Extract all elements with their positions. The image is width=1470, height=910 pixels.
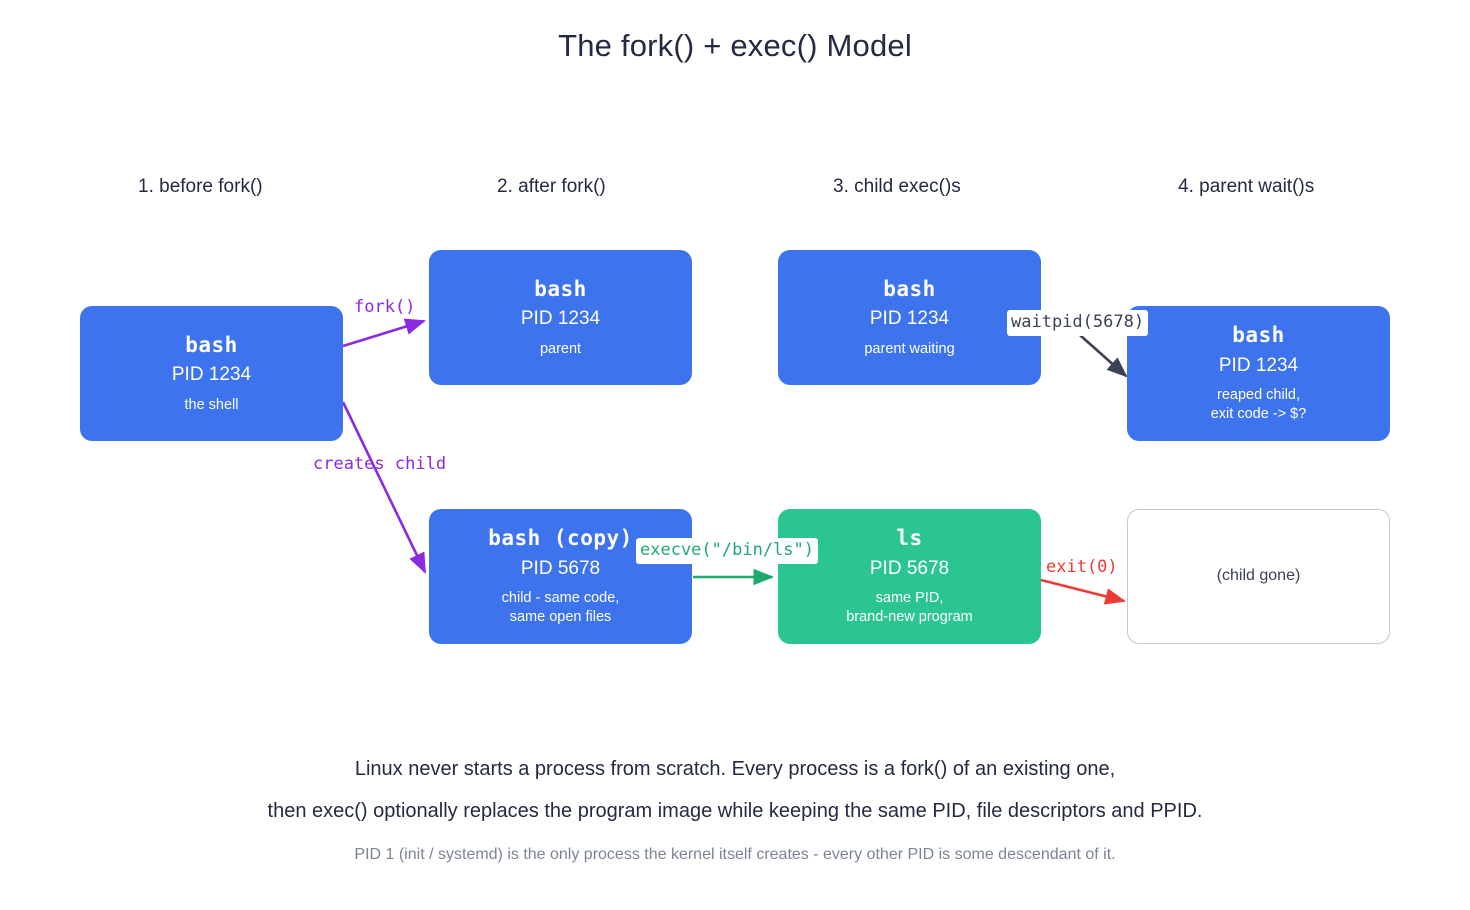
process-pid: PID 1234 [1218,354,1299,376]
footer-line-1: Linux never starts a process from scratc… [354,758,1116,780]
process-node-child-gone[interactable]: (child gone) [1127,509,1390,644]
process-node-child[interactable]: bash (copy) PID 5678 child - same code, … [429,509,692,644]
process-name: bash [1232,323,1285,348]
stage-heading-2: 2. after fork() [497,176,606,197]
process-name: bash [534,276,587,301]
process-node-exec-ls[interactable]: ls PID 5678 same PID, brand-new program [778,509,1041,644]
process-node-parent[interactable]: bash PID 1234 parent [429,250,692,385]
process-pid: PID 1234 [171,363,252,385]
stage-heading-3: 3. child exec()s [833,176,961,197]
stage-heading-4: 4. parent wait()s [1178,176,1315,197]
process-node-parent-waiting[interactable]: bash PID 1234 parent waiting [778,250,1041,385]
process-pid: PID 5678 [520,557,601,579]
arrow-fork [342,318,426,348]
process-pid: PID 1234 [520,307,601,329]
process-node-reaped[interactable]: bash PID 1234 reaped child, exit code ->… [1127,306,1390,441]
process-note: parent waiting [864,340,955,357]
edge-label-creates-child: creates child [313,454,447,474]
process-note: the shell [184,396,239,413]
process-name: bash [883,276,936,301]
footer-note: PID 1 (init / systemd) is the only proce… [354,846,1116,863]
process-note: parent [539,340,582,357]
process-name: ls [896,526,923,551]
footer-line-2: then exec() optionally replaces the prog… [267,800,1203,822]
process-name: bash (copy) [488,526,633,551]
edge-label-fork: fork() [354,297,416,317]
arrow-creates-child [341,401,427,574]
arrow-exit [1040,578,1127,605]
process-note: reaped child, exit code -> $? [1210,387,1307,423]
process-note: same PID, brand-new program [846,590,973,626]
process-note: child - same code, same open files [501,590,620,626]
process-note: (child gone) [1216,567,1301,585]
stage-heading-1: 1. before fork() [138,176,263,197]
process-node-shell[interactable]: bash PID 1234 the shell [80,306,343,441]
edge-label-exit: exit(0) [1046,557,1118,577]
page-title: The fork() + exec() Model [558,28,912,63]
process-name: bash [185,332,238,357]
process-pid: PID 1234 [869,307,950,329]
process-pid: PID 5678 [869,557,950,579]
edge-label-execve: execve("/bin/ls") [636,538,818,564]
edge-label-waitpid: waitpid(5678) [1007,310,1149,336]
